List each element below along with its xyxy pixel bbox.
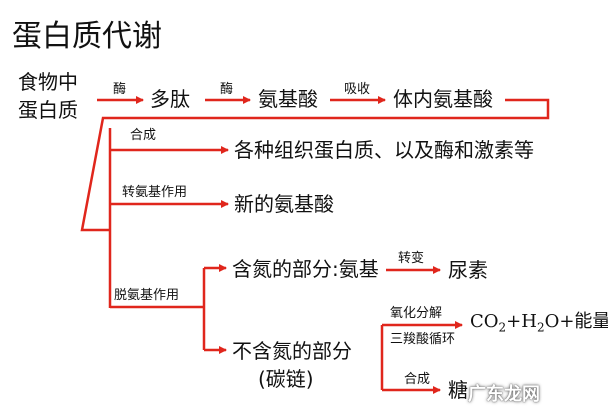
nitrogen-part: 含氮的部分:氨基 [232,257,379,281]
source-line-2: 蛋白质 [18,98,78,122]
formula-o-energy: O+能量 [544,311,608,332]
oxidation-products: CO2+H2O+能量 [470,313,608,334]
diagram-title: 蛋白质代谢 [12,19,162,54]
synthesis-label: 合成 [130,128,157,143]
synthesis-product: 各种组织蛋白质、以及酶和激素等 [234,138,534,162]
enzyme-label-2: 酶 [220,82,234,97]
formula-co: CO [470,311,499,332]
formula-sub-2b: 2 [536,320,545,335]
enzyme-label-1: 酶 [113,82,127,97]
connector-trunk [80,98,550,232]
carbon-chain: (碳链) [258,367,314,391]
tca-label: 三羧酸循环 [390,332,456,347]
synthesis-label-2: 合成 [404,372,431,387]
node-amino-acid: 氨基酸 [258,87,318,111]
convert-label: 转变 [398,251,425,266]
transamination-label: 转氨基作用 [122,185,188,200]
formula-plus-h: +H [506,311,537,332]
urea: 尿素 [448,258,488,282]
node-polypeptide: 多肽 [150,87,190,111]
source-line-1: 食物中 [18,70,78,94]
transamination-product: 新的氨基酸 [234,192,334,216]
formula-sub-2a: 2 [498,320,507,335]
deamination-label: 脱氨基作用 [114,288,180,303]
watermark: 广东龙网 [468,384,540,405]
sugar: 糖 [448,378,468,402]
node-body-amino-acid: 体内氨基酸 [393,87,493,111]
non-nitrogen-part: 不含氮的部分 [232,339,352,363]
oxidation-label: 氧化分解 [390,306,443,321]
absorb-label: 吸收 [344,82,371,97]
